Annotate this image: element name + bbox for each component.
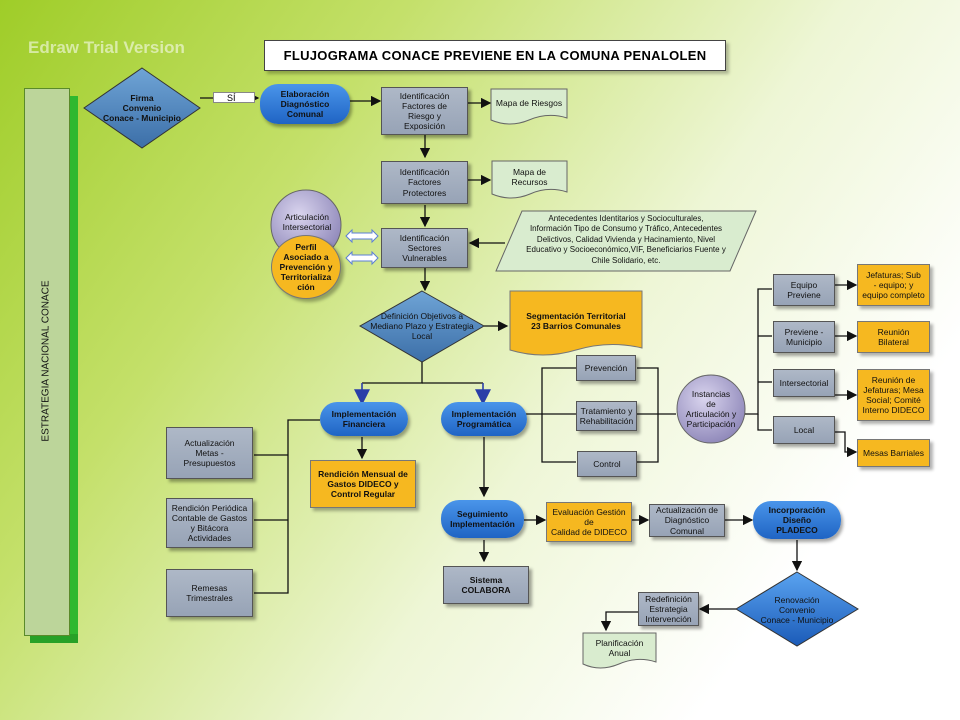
intersectorial: Intersectorial	[773, 369, 835, 397]
equipo-previene: Equipo Previene	[773, 274, 835, 306]
jefaturas-sub-equipo: Jefaturas; Sub - equipo; y equipo comple…	[857, 264, 930, 306]
tratamiento-rehabilitacion: Tratamiento y Rehabilitación	[576, 401, 637, 431]
planificacion-shape	[582, 632, 657, 669]
prevencion: Prevención	[576, 355, 636, 381]
renovacion-convenio-shape	[735, 571, 859, 647]
planificacion-anual: Planificación Anual	[595, 637, 644, 658]
mapa-recursos: Mapa de Recursos	[511, 166, 548, 187]
rendicion-mensual: Rendición Mensual de Gastos DIDECO y Con…	[310, 460, 416, 508]
sistema-colabora: Sistema COLABORA	[443, 566, 529, 604]
renovacion-convenio: Renovación Convenio Conace - Municipio	[760, 594, 834, 625]
antecedentes: Antecedentes Identitarios y Sociocultura…	[526, 214, 726, 265]
sidebar-shadow	[68, 96, 78, 636]
incorporacion-diseno-pladeco: Incorporación Diseño PLADECO	[753, 501, 841, 539]
reunion-bilateral: Reunión Bilateral	[857, 321, 930, 353]
instancias-circle	[676, 374, 746, 444]
reunion-jefaturas: Reunión de Jefaturas; Mesa Social; Comit…	[857, 369, 930, 421]
sidebar-shadow-bottom	[30, 634, 78, 643]
strategy-sidebar	[24, 88, 70, 636]
identificacion-sectores-vulnerables: Identificación Sectores Vulnerables	[381, 228, 468, 268]
elaboracion-diagnostico: Elaboración Diagnóstico Comunal	[260, 84, 350, 124]
mesas-barriales: Mesas Barriales	[857, 439, 930, 467]
implementacion-programatica: Implementación Programática	[441, 402, 527, 436]
watermark: Edraw Trial Version	[28, 38, 185, 57]
diagram-title: FLUJOGRAMA CONACE PREVIENE EN LA COMUNA …	[264, 40, 726, 71]
seguimiento-implementacion: Seguimiento Implementación	[441, 500, 524, 538]
definicion-objetivos: Definición Objetivos a Mediano Plazo y E…	[370, 310, 474, 341]
evaluacion-gestion: Evaluación Gestión de Calidad de DIDECO	[546, 502, 632, 542]
mapa-recursos-shape	[491, 160, 568, 199]
actualizacion-metas: Actualización Metas - Presupuestos	[166, 427, 253, 479]
edge-label-si: SÍ	[213, 92, 255, 103]
previene-municipio: Previene - Municipio	[773, 321, 835, 353]
mapa-riesgos: Mapa de Riesgos	[495, 97, 563, 108]
mapa-riesgos-shape	[490, 88, 568, 125]
segmentacion-territorial: Segmentación Territorial 23 Barrios Comu…	[526, 310, 626, 331]
firma-convenio-shape	[83, 67, 201, 149]
local: Local	[773, 416, 835, 444]
actualizacion-diagnostico: Actualización de Diagnóstico Comunal	[649, 504, 725, 537]
segmentacion-shape	[509, 290, 643, 356]
identificacion-factores-protectores: Identificación Factores Protectores	[381, 161, 468, 204]
instancias-articulacion: Instancias de Articulación y Participaci…	[685, 388, 737, 430]
identificacion-factores-riesgo: Identificación Factores de Riesgo y Expo…	[381, 87, 468, 135]
perfil-asociado: Perfil Asociado a Prevención y Territori…	[271, 235, 341, 299]
firma-convenio: Firma Convenio Conace - Municipio	[103, 92, 181, 123]
rendicion-periodica: Rendición Periódica Contable de Gastos y…	[166, 498, 253, 548]
remesas-trimestrales: Remesas Trimestrales	[166, 569, 253, 617]
control: Control	[577, 451, 637, 477]
implementacion-financiera: Implementación Financiera	[320, 402, 408, 436]
redefinicion-estrategia: Redefinición Estrategia Intervención	[638, 592, 699, 626]
articulacion-intersectorial: Articulación Intersectorial	[282, 211, 332, 232]
antecedentes-shape	[495, 210, 757, 272]
